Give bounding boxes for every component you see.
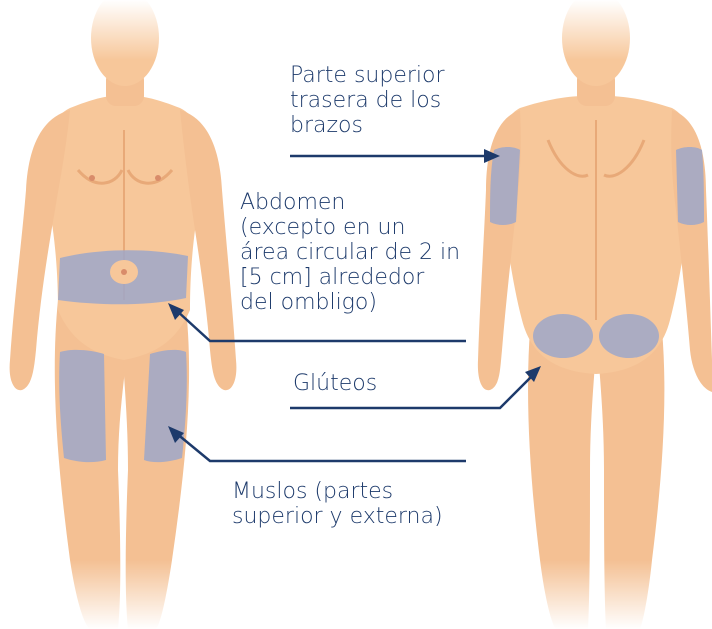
thighs-leader — [176, 433, 466, 461]
bottom-fade — [0, 560, 712, 629]
abdomen-label: Abdomen (excepto en un área circular de … — [240, 190, 490, 315]
left-thigh-injection-zone — [59, 350, 106, 462]
front-nipple-right — [155, 175, 161, 181]
buttocks-label: Glúteos — [293, 371, 443, 396]
right-upper-arm-injection-zone — [676, 147, 704, 225]
right-thigh-injection-zone — [144, 350, 187, 462]
left-buttock-injection-zone — [533, 314, 593, 358]
back-body-figure — [478, 0, 712, 629]
left-upper-arm-injection-zone — [490, 147, 520, 225]
right-buttock-injection-zone — [599, 314, 659, 358]
upper-arms-label: Parte superior trasera de los brazos — [290, 63, 490, 138]
navel — [121, 269, 127, 275]
thighs-label: Muslos (partes superior y externa) — [232, 479, 472, 529]
front-nipple-left — [89, 175, 95, 181]
top-fade — [0, 0, 712, 60]
front-body-figure — [10, 0, 237, 629]
